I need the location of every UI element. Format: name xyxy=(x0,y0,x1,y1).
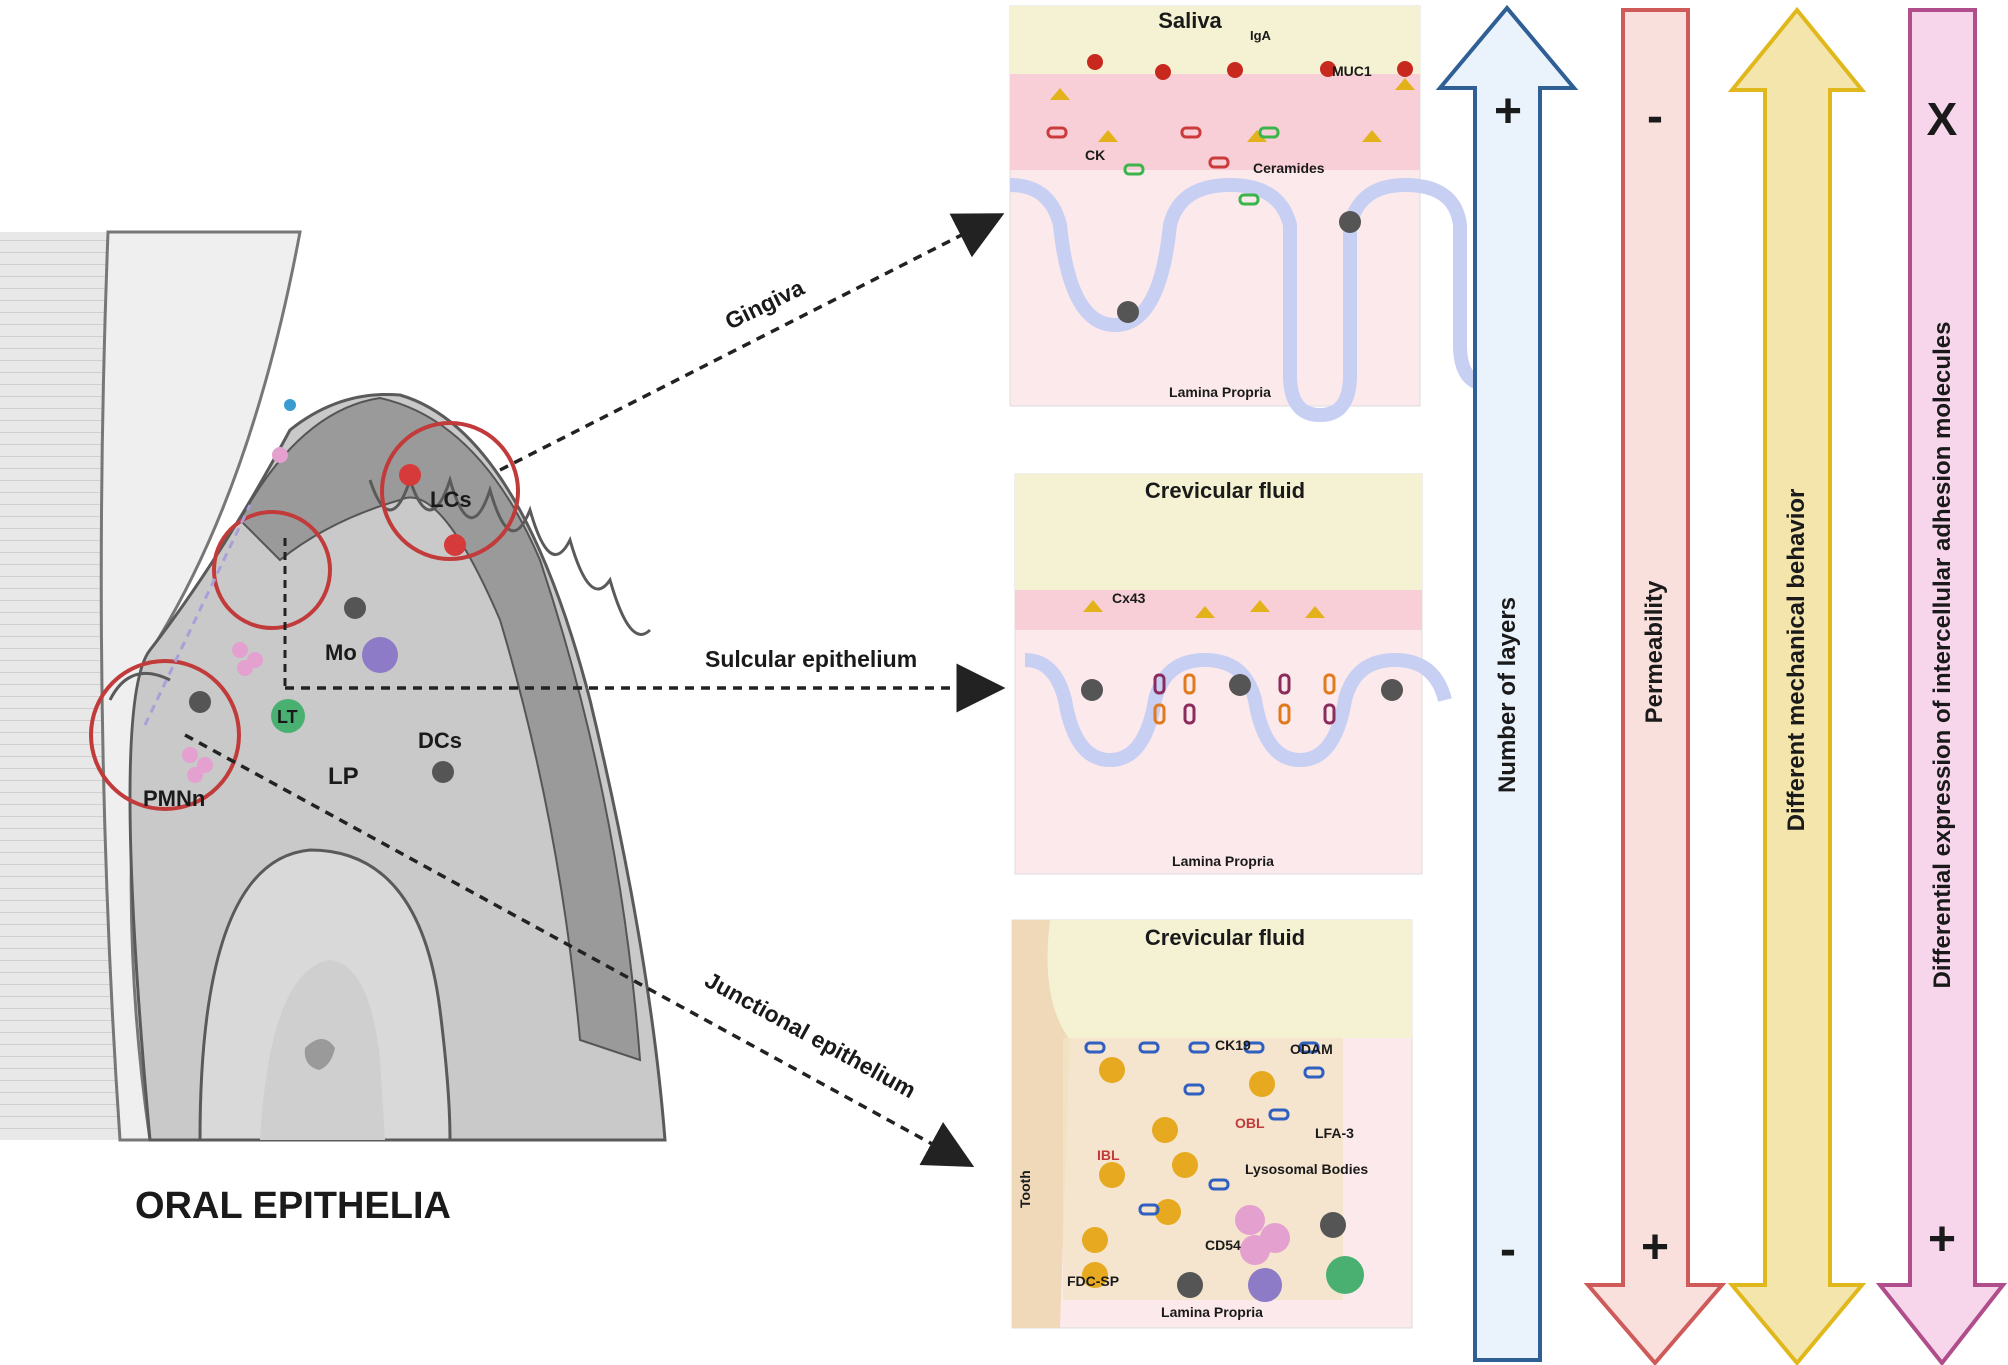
ck-label: CK xyxy=(1085,147,1105,163)
gradient-arrow-adhesion xyxy=(1875,8,2008,1365)
lymphocyte-icon xyxy=(1326,1256,1364,1294)
dc-icon xyxy=(1177,1272,1203,1298)
cd54-label: CD54 xyxy=(1205,1237,1241,1253)
dc-icon xyxy=(1339,211,1361,233)
label-lt: LT xyxy=(277,707,298,727)
monocyte-icon xyxy=(362,637,398,673)
panel-gingiva: Saliva IgA MUC1 CK Ceramides Lamina Prop… xyxy=(1009,5,1527,423)
label-pmnn: PMNn xyxy=(143,786,205,811)
junctional-bottom-label: Lamina Propria xyxy=(1161,1304,1263,1320)
dc-icon xyxy=(1081,679,1103,701)
adhesion-top-sign: X xyxy=(1927,93,1958,145)
arrow-to-gingiva xyxy=(499,213,1005,472)
muc1-label: MUC1 xyxy=(1332,63,1372,79)
gradient-arrows: + - - + X + Number of layers Permeabilit… xyxy=(1435,4,2008,1365)
ceramides-label: Ceramides xyxy=(1253,160,1325,176)
gradient-arrow-layers xyxy=(1435,4,1579,1362)
gingiva-top-label: Saliva xyxy=(1158,8,1222,33)
sulcular-top-label: Crevicular fluid xyxy=(1145,478,1305,503)
permeability-top-sign: - xyxy=(1647,90,1663,143)
migrating-cell-icon xyxy=(272,447,288,463)
dc-icon xyxy=(1229,674,1251,696)
connector-arrows xyxy=(184,213,1006,1168)
dendritic-cell-icon xyxy=(432,761,454,783)
permeability-label: Permeability xyxy=(1641,580,1668,723)
gradient-arrow-permeability xyxy=(1583,8,1727,1365)
iga-label: IgA xyxy=(1250,28,1272,43)
label-sulcular: Sulcular epithelium xyxy=(705,646,917,672)
mechanical-label: Different mechanical behavior xyxy=(1783,489,1810,832)
anatomy-illustration: LCs Mo LT DCs LP PMNn xyxy=(0,230,667,1142)
tooth-surface xyxy=(1012,920,1070,1328)
permeability-bottom-sign: + xyxy=(1641,1221,1669,1274)
sulcus-floor xyxy=(108,671,171,701)
panel-junctional: Crevicular fluid CK19 ODAM OBL LFA-3 IBL… xyxy=(1011,919,1413,1329)
panel-sulcular: Crevicular fluid Cx43 Lamina Propria xyxy=(1014,473,1452,875)
cx43-label: Cx43 xyxy=(1112,590,1146,606)
sulcular-region-circle xyxy=(212,510,332,630)
monocyte-icon xyxy=(1248,1268,1282,1302)
fdcsp-label: FDC-SP xyxy=(1067,1273,1119,1289)
dc-icon xyxy=(1381,679,1403,701)
adhesion-label: Differential expression of intercellular… xyxy=(1929,322,1956,989)
gingiva-bottom-label: Lamina Propria xyxy=(1169,384,1271,400)
bacteria-icon xyxy=(284,399,296,411)
ck19-label: CK19 xyxy=(1215,1037,1251,1053)
label-lcs: LCs xyxy=(430,487,472,512)
dendritic-cell-icon xyxy=(344,597,366,619)
obl-label: OBL xyxy=(1235,1115,1265,1131)
dc-icon xyxy=(1320,1212,1346,1238)
langerhans-cell-icon xyxy=(399,464,466,556)
arrow-to-junctional xyxy=(184,733,975,1168)
junctional-region-circle xyxy=(89,659,241,811)
label-gingiva: Gingiva xyxy=(721,274,808,334)
sulcular-bottom-label: Lamina Propria xyxy=(1172,853,1274,869)
ibl-label: IBL xyxy=(1097,1147,1120,1163)
adhesion-bottom-sign: + xyxy=(1928,1213,1956,1266)
tooth-label: Tooth xyxy=(1017,1170,1033,1208)
lymphocyte-lt-icon xyxy=(271,699,305,733)
junctional-top-label: Crevicular fluid xyxy=(1145,925,1305,950)
dendritic-cell-icon xyxy=(189,691,211,713)
lfa3-label: LFA-3 xyxy=(1315,1125,1354,1141)
figure-title: ORAL EPITHELIA xyxy=(135,1185,451,1227)
gradient-arrow-mechanical xyxy=(1727,6,1867,1365)
label-dcs: DCs xyxy=(418,728,462,753)
layers-label: Number of layers xyxy=(1494,597,1521,793)
cell-migration-path xyxy=(143,504,252,726)
label-mo: Mo xyxy=(325,640,357,665)
bone-cell xyxy=(304,1039,335,1070)
layers-bottom-sign: - xyxy=(1500,1223,1516,1276)
dc-icon xyxy=(1117,301,1139,323)
layers-top-sign: + xyxy=(1494,85,1522,138)
lysosomal-label: Lysosomal Bodies xyxy=(1245,1161,1368,1177)
lcs-region-circle xyxy=(380,421,520,561)
odam-label: ODAM xyxy=(1290,1041,1333,1057)
tooth-dentin xyxy=(99,230,302,1142)
neutrophil-cluster-icon xyxy=(182,642,263,783)
label-lp: LP xyxy=(328,763,359,790)
